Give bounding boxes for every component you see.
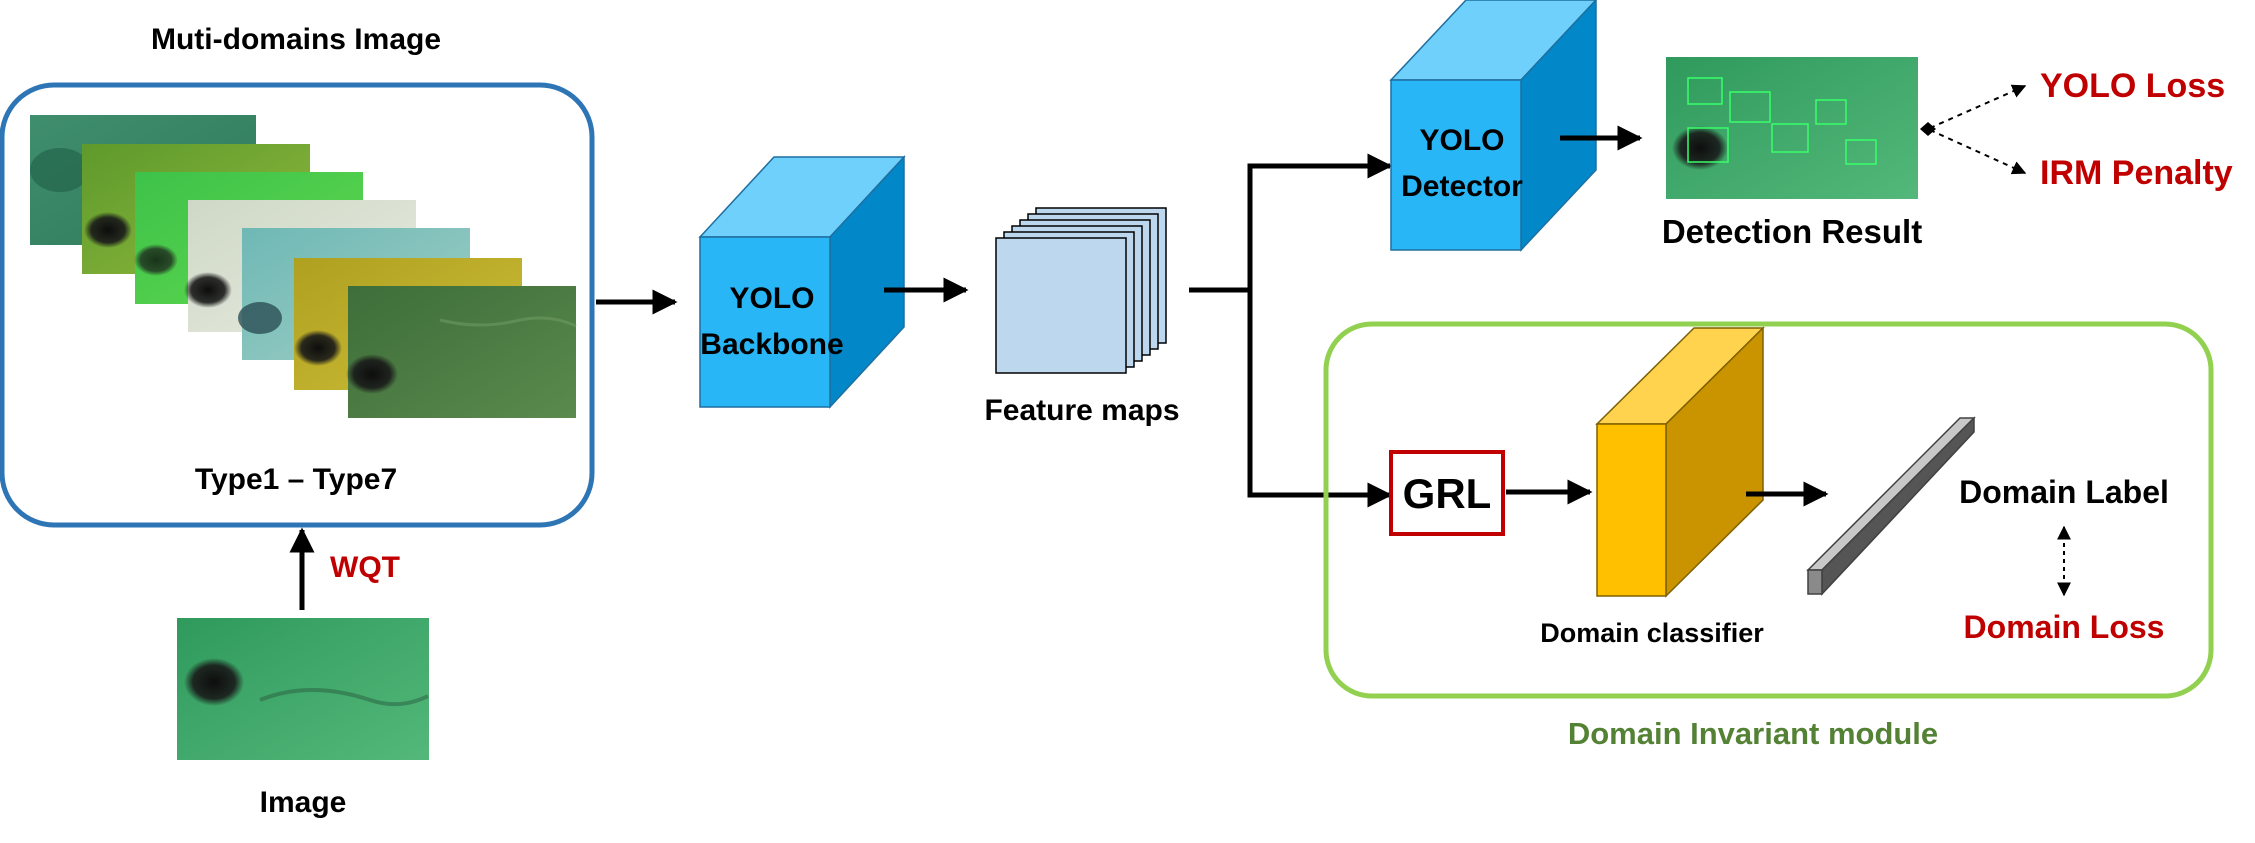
arrow-to-irm-penalty [1929,129,2027,175]
grl-label: GRL [1403,470,1492,517]
backbone-label-line1: YOLO [729,282,814,315]
domain-loss-label: Domain Loss [1964,609,2165,645]
domain-classifier-label: Domain classifier [1540,618,1764,648]
loss-split-point [1920,122,1936,136]
detection-result-image [1666,57,1918,199]
domain-classifier-block [1595,326,1765,598]
detector-label-line2: Detector [1401,170,1523,203]
types-range-label: Type1 – Type7 [195,463,397,496]
backbone-label-line2: Backbone [700,328,843,361]
domain-invariant-module-label: Domain Invariant module [1568,716,1938,751]
detection-result-label: Detection Result [1662,213,1922,250]
domain-image-stack [30,115,577,418]
wqt-label: WQT [330,551,400,584]
grl-box [1389,450,1505,536]
feature-maps-stack [995,207,1167,374]
arrow-to-detector [1247,153,1393,290]
yolo-backbone-cube: YOLO Backbone [698,155,906,409]
domain-invariant-module-box [1323,321,2214,699]
domain-output-vector [1806,416,1976,596]
input-image [177,618,429,760]
image-label: Image [260,786,347,819]
detector-label-line1: YOLO [1419,124,1504,157]
yolo-detector-cube: YOLO Detector [1389,0,1598,252]
multi-domains-title: Muti-domains Image [151,23,441,56]
arrow-to-yolo-loss [1929,84,2027,129]
multi-domains-box [0,82,595,528]
yolo-loss-label: YOLO Loss [2040,67,2225,105]
irm-penalty-label: IRM Penalty [2040,154,2233,192]
feature-maps-label: Feature maps [984,394,1179,427]
arrow-to-grl [1247,290,1393,508]
domain-label-text: Domain Label [1959,474,2169,510]
domain-image-type7 [346,286,577,418]
